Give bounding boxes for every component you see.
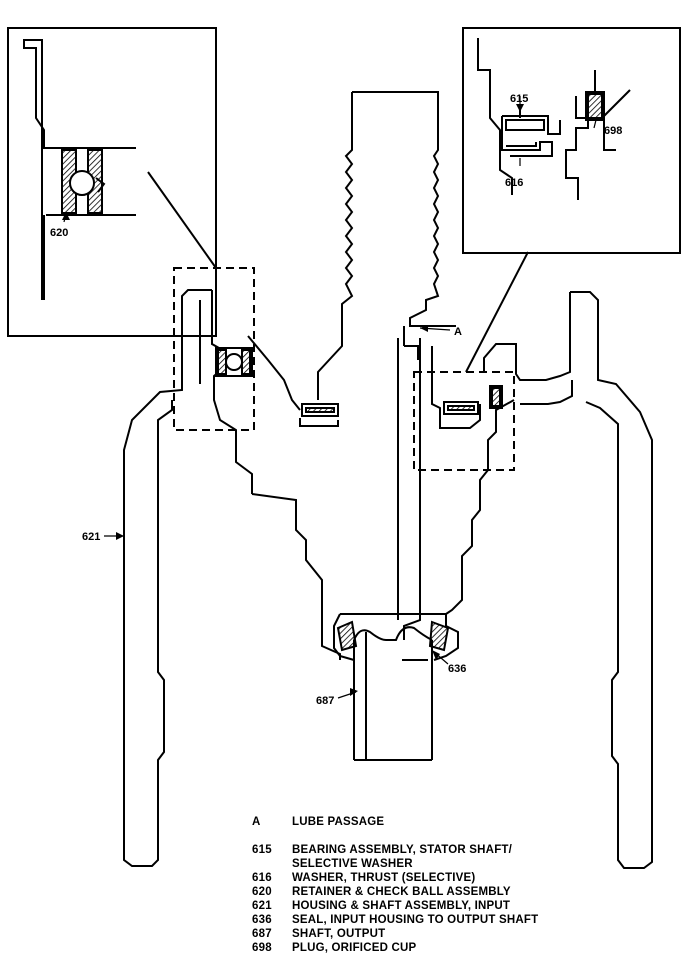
legend-row: 616 WASHER, THRUST (SELECTIVE) bbox=[252, 871, 682, 885]
legend-text: SEAL, INPUT HOUSING TO OUTPUT SHAFT bbox=[292, 914, 539, 926]
inset-box-check-ball bbox=[7, 27, 217, 337]
detail-region-right bbox=[413, 371, 515, 471]
legend-spacer bbox=[252, 829, 682, 843]
callout-a: A bbox=[454, 326, 462, 338]
output-shaft bbox=[333, 338, 459, 761]
bearing-left-main bbox=[299, 403, 339, 427]
legend-code: 698 bbox=[252, 942, 272, 954]
leader-line-left-inset bbox=[147, 171, 217, 269]
legend-code: 687 bbox=[252, 928, 272, 940]
legend-code: 616 bbox=[252, 872, 272, 884]
inset-check-ball-detail bbox=[23, 39, 136, 300]
legend-row: 698 PLUG, ORIFICED CUP bbox=[252, 941, 682, 955]
legend-text: HOUSING & SHAFT ASSEMBLY, INPUT bbox=[292, 900, 511, 912]
legend-text: WASHER, THRUST (SELECTIVE) bbox=[292, 872, 476, 884]
legend-row: 615 BEARING ASSEMBLY, STATOR SHAFT/ SELE… bbox=[252, 843, 682, 871]
inset-box-bearing-plug bbox=[462, 27, 681, 254]
callout-687: 687 bbox=[316, 695, 334, 707]
callout-615: 615 bbox=[510, 93, 528, 105]
callout-620: 620 bbox=[50, 227, 68, 239]
legend-row: A LUBE PASSAGE bbox=[252, 815, 682, 829]
legend-code: 620 bbox=[252, 886, 272, 898]
leader-line-right-inset bbox=[465, 251, 529, 373]
legend-text: RETAINER & CHECK BALL ASSEMBLY bbox=[292, 886, 511, 898]
legend-code: 636 bbox=[252, 914, 272, 926]
legend-code: 621 bbox=[252, 900, 272, 912]
legend-text: PLUG, ORIFICED CUP bbox=[292, 942, 417, 954]
stator-shaft bbox=[317, 91, 456, 400]
callout-636: 636 bbox=[448, 663, 466, 675]
legend-code: A bbox=[252, 816, 261, 828]
inset-bearing-plug-detail bbox=[477, 38, 631, 200]
legend-text: SHAFT, OUTPUT bbox=[292, 928, 386, 940]
seal-636 bbox=[336, 620, 450, 652]
bearing-right-main bbox=[443, 385, 503, 415]
legend-row: 620 RETAINER & CHECK BALL ASSEMBLY bbox=[252, 885, 682, 899]
parts-legend: A LUBE PASSAGE 615 BEARING ASSEMBLY, STA… bbox=[252, 815, 682, 955]
legend-text: BEARING ASSEMBLY, STATOR SHAFT/ SELECTIV… bbox=[292, 844, 513, 870]
callout-arrowheads bbox=[62, 104, 524, 696]
check-ball-main bbox=[215, 347, 253, 377]
legend-row: 636 SEAL, INPUT HOUSING TO OUTPUT SHAFT bbox=[252, 913, 682, 927]
legend-row: 621 HOUSING & SHAFT ASSEMBLY, INPUT bbox=[252, 899, 682, 913]
detail-region-left bbox=[173, 267, 255, 431]
input-housing-right bbox=[431, 291, 653, 869]
legend-code: 615 bbox=[252, 844, 272, 856]
callout-698: 698 bbox=[604, 125, 622, 137]
legend-row: 687 SHAFT, OUTPUT bbox=[252, 927, 682, 941]
legend-text: LUBE PASSAGE bbox=[292, 816, 385, 828]
callout-616: 616 bbox=[505, 177, 523, 189]
callout-621: 621 bbox=[82, 531, 100, 543]
